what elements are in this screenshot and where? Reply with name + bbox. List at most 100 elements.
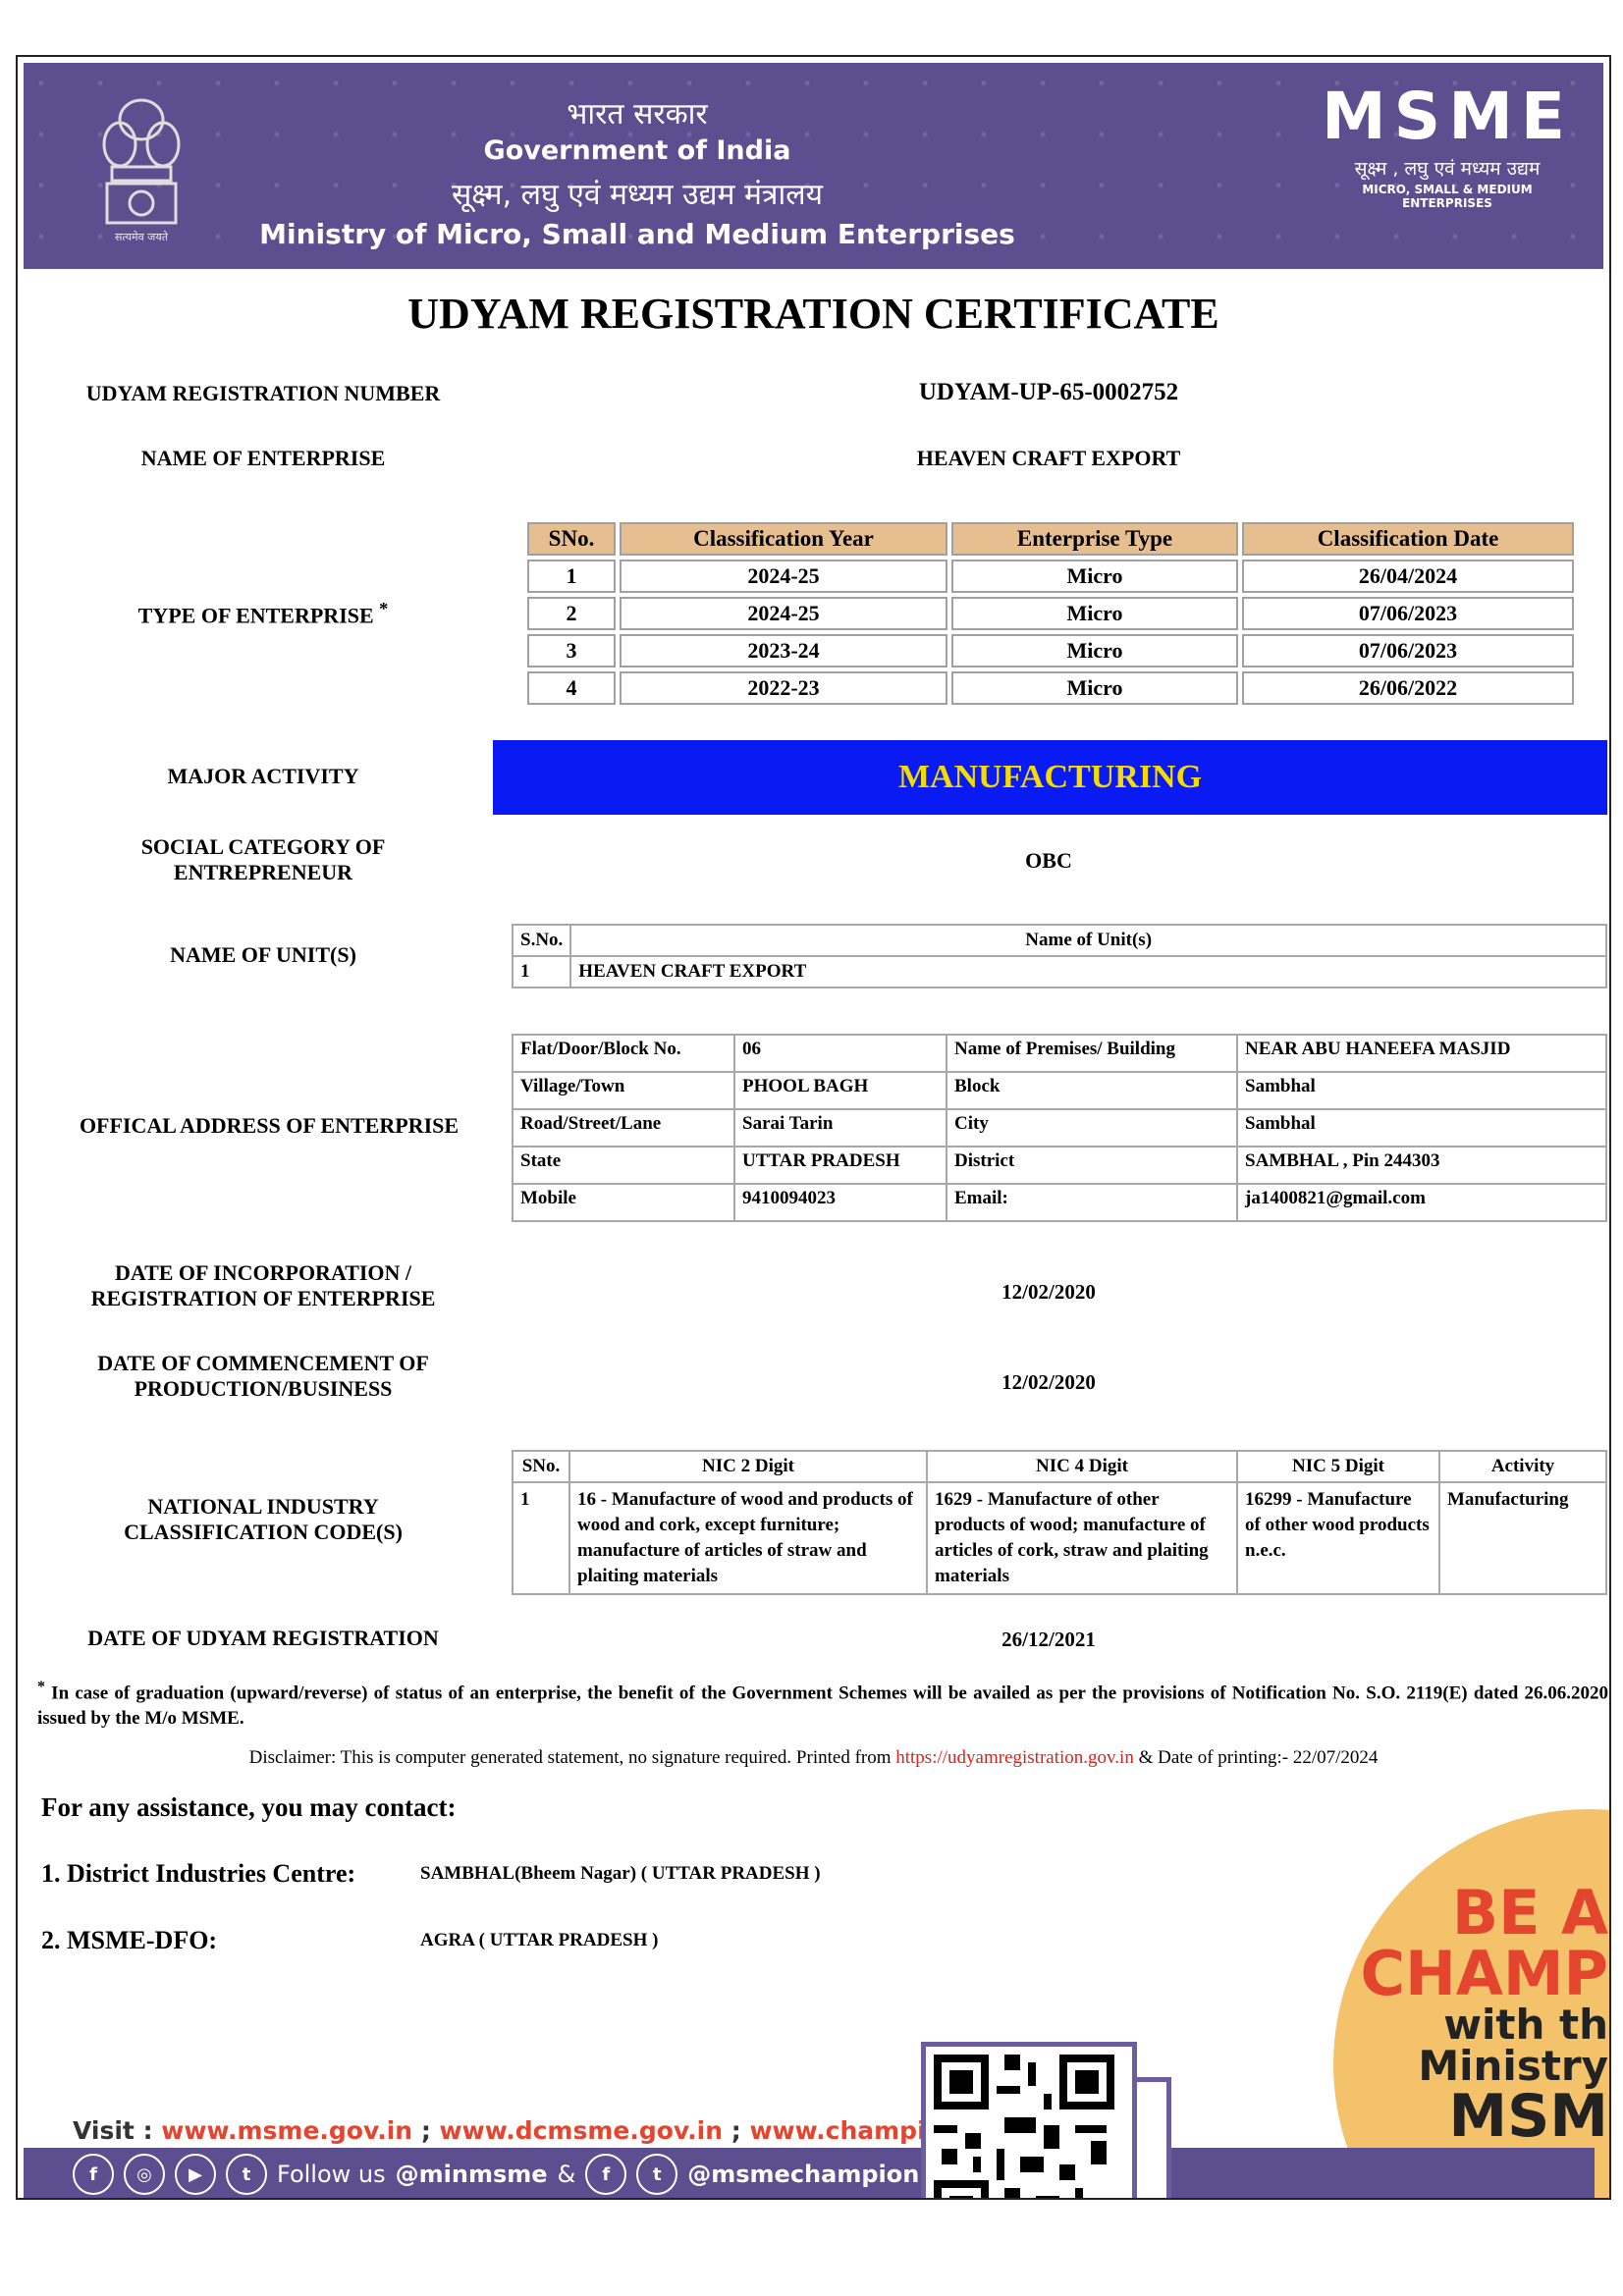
type-cell: 3 xyxy=(527,634,616,667)
nic-th: Activity xyxy=(1438,1450,1607,1483)
champions-line: MSM xyxy=(1448,2082,1608,2151)
link-dcmsme[interactable]: www.dcmsme.gov.in xyxy=(439,2116,724,2145)
header-hindi-govt: भारत सरकार xyxy=(567,97,708,132)
contact-1-value: SAMBHAL(Bheem Nagar) ( UTTAR PRADESH ) xyxy=(420,1863,821,1884)
nic-cell: 16299 - Manufacture of other wood produc… xyxy=(1236,1481,1440,1595)
address-cell: PHOOL BAGH xyxy=(733,1071,947,1110)
units-cell: HEAVEN CRAFT EXPORT xyxy=(569,955,1607,988)
social-category-label-line: SOCIAL CATEGORY OF xyxy=(140,834,386,859)
social-category-value: OBC xyxy=(1025,848,1072,873)
champions-line: with th xyxy=(1443,2001,1608,2049)
commencement-label-line: PRODUCTION/BUSINESS xyxy=(134,1376,393,1401)
facebook-icon[interactable]: f xyxy=(73,2154,114,2195)
nic-th: NIC 2 Digit xyxy=(568,1450,928,1483)
type-cell: 07/06/2023 xyxy=(1242,597,1574,630)
address-cell: 9410094023 xyxy=(733,1183,947,1222)
visit-separator: ; xyxy=(723,2116,750,2145)
handle-msmechampion[interactable]: @msmechampion xyxy=(687,2161,920,2188)
instagram-icon[interactable]: ◎ xyxy=(124,2154,165,2195)
nic-cell: 1629 - Manufacture of other products of … xyxy=(926,1481,1238,1595)
udyam-portal-link[interactable]: https://udyamregistration.gov.in xyxy=(895,1747,1134,1768)
type-label: TYPE OF ENTERPRISE * xyxy=(57,599,469,628)
table-row: 1 2024-25 Micro 26/04/2024 xyxy=(527,560,1574,593)
table-row: Flat/Door/Block No. 06 Name of Premises/… xyxy=(512,1034,1607,1073)
champions-line: CHAMP xyxy=(1360,1938,1608,2009)
type-th: Classification Year xyxy=(620,522,947,556)
visit-separator: ; xyxy=(412,2116,440,2145)
address-cell: Sarai Tarin xyxy=(733,1108,947,1148)
nic-th: SNo. xyxy=(512,1450,570,1483)
address-cell: 06 xyxy=(733,1034,947,1073)
table-row: S.No. Name of Unit(s) xyxy=(511,924,1607,957)
msme-logo: MSME सूक्ष्म , लघु एवं मध्यम उद्यम MICRO… xyxy=(1320,79,1575,211)
type-star: * xyxy=(379,599,389,618)
address-cell: District xyxy=(946,1146,1238,1185)
qr-code xyxy=(921,2042,1137,2198)
address-table: Flat/Door/Block No. 06 Name of Premises/… xyxy=(512,1034,1607,1222)
incorporation-label-line: REGISTRATION OF ENTERPRISE xyxy=(90,1286,436,1310)
follow-text: Follow us xyxy=(277,2161,386,2188)
visit-prefix: Visit : xyxy=(73,2116,162,2145)
table-row: SNo. NIC 2 Digit NIC 4 Digit NIC 5 Digit… xyxy=(512,1450,1607,1483)
facebook-icon[interactable]: f xyxy=(585,2154,627,2195)
address-cell: State xyxy=(512,1146,735,1185)
nic-cell: 16 - Manufacture of wood and products of… xyxy=(568,1481,928,1595)
handle-minmsme[interactable]: @minmsme xyxy=(395,2161,548,2188)
champions-line: Ministry xyxy=(1418,2042,1608,2090)
commencement-date: 12/02/2020 xyxy=(1001,1370,1096,1394)
nic-label: NATIONAL INDUSTRY CLASSIFICATION CODE(S) xyxy=(57,1494,469,1545)
nic-label-line: NATIONAL INDUSTRY xyxy=(147,1494,379,1519)
table-row: 2 2024-25 Micro 07/06/2023 xyxy=(527,597,1574,630)
nic-th: NIC 4 Digit xyxy=(926,1450,1238,1483)
enterprise-name-value: HEAVEN CRAFT EXPORT xyxy=(916,446,1181,470)
note-star: * xyxy=(37,1679,45,1695)
graduation-note: * In case of graduation (upward/reverse)… xyxy=(37,1675,1608,1732)
type-cell: 2 xyxy=(527,597,616,630)
header-govt: Government of India xyxy=(483,135,791,166)
link-msme[interactable]: www.msme.gov.in xyxy=(161,2116,413,2145)
address-cell: NEAR ABU HANEEFA MASJID xyxy=(1236,1034,1607,1073)
nic-th: NIC 5 Digit xyxy=(1236,1450,1440,1483)
certificate-title: UDYAM REGISTRATION CERTIFICATE xyxy=(407,290,1219,338)
disclaimer-print-date: & Date of printing:- 22/07/2024 xyxy=(1133,1747,1379,1768)
type-table: SNo. Classification Year Enterprise Type… xyxy=(523,518,1578,709)
address-cell: Email: xyxy=(946,1183,1238,1222)
commencement-label-line: DATE OF COMMENCEMENT OF xyxy=(97,1351,429,1375)
udyam-date-value: 26/12/2021 xyxy=(1001,1628,1096,1651)
nic-cell: Manufacturing xyxy=(1438,1481,1607,1595)
champions-text: BE A CHAMP with th Ministry MSM xyxy=(1353,1883,1608,2151)
type-cell: 4 xyxy=(527,671,616,705)
twitter-icon[interactable]: t xyxy=(636,2154,678,2195)
table-row: State UTTAR PRADESH District SAMBHAL , P… xyxy=(512,1146,1607,1185)
address-label: OFFICAL ADDRESS OF ENTERPRISE xyxy=(79,1113,460,1138)
units-cell: 1 xyxy=(511,955,572,988)
type-label-text: TYPE OF ENTERPRISE xyxy=(137,603,374,628)
visit-links: Visit : www.msme.gov.in ; www.dcmsme.gov… xyxy=(73,2116,1001,2145)
social-category-label-line: ENTREPRENEUR xyxy=(173,860,353,884)
header-ministry: Ministry of Micro, Small and Medium Ente… xyxy=(259,218,1015,250)
qr-code-icon xyxy=(926,2047,1122,2198)
social-follow: f ◎ ▶ t Follow us @minmsme & f t @msmech… xyxy=(73,2154,919,2195)
contact-1-label: 1. District Industries Centre: xyxy=(41,1859,356,1888)
msme-logo-text: MSME xyxy=(1322,79,1573,154)
table-row: 1 16 - Manufacture of wood and products … xyxy=(512,1481,1607,1595)
type-cell: 2022-23 xyxy=(620,671,947,705)
type-th: Enterprise Type xyxy=(951,522,1238,556)
reg-number-value: UDYAM-UP-65-0002752 xyxy=(918,379,1179,405)
units-label: NAME OF UNIT(S) xyxy=(170,942,356,967)
type-cell: 2023-24 xyxy=(620,634,947,667)
nic-label-line: CLASSIFICATION CODE(S) xyxy=(124,1520,403,1544)
units-th: S.No. xyxy=(511,924,572,957)
table-row: Road/Street/Lane Sarai Tarin City Sambha… xyxy=(512,1108,1607,1148)
nic-cell: 1 xyxy=(512,1481,570,1595)
msme-logo-hindi: सूक्ष्म , लघु एवं मध्यम उद्यम xyxy=(1354,158,1541,180)
type-cell: Micro xyxy=(951,671,1238,705)
table-row: Village/Town PHOOL BAGH Block Sambhal xyxy=(512,1071,1607,1110)
youtube-icon[interactable]: ▶ xyxy=(175,2154,216,2195)
type-th: Classification Date xyxy=(1242,522,1574,556)
twitter-icon[interactable]: t xyxy=(226,2154,267,2195)
address-cell: SAMBHAL , Pin 244303 xyxy=(1236,1146,1607,1185)
type-cell: 07/06/2023 xyxy=(1242,634,1574,667)
address-cell: Name of Premises/ Building xyxy=(946,1034,1238,1073)
commencement-label: DATE OF COMMENCEMENT OF PRODUCTION/BUSIN… xyxy=(57,1351,469,1402)
